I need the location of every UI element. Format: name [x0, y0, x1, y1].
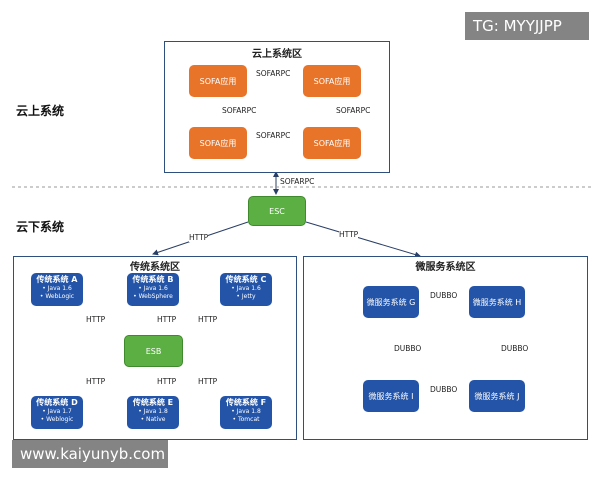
system-detail: • WebLogic: [39, 293, 75, 300]
system-name: 传统系统 B: [132, 275, 174, 284]
microservice-g: 微服务系统 G: [363, 286, 419, 318]
traditional-system-f: 传统系统 F • Java 1.8 • Tomcat: [220, 396, 272, 429]
rpc-label-left: SOFARPC: [222, 106, 257, 115]
sofa-app-top-right: SOFA应用: [303, 65, 361, 97]
watermark-bottom: www.kaiyunyb.com: [12, 440, 168, 468]
traditional-system-a: 传统系统 A • Java 1.6 • WebLogic: [31, 273, 83, 306]
dubbo-label-hj: DUBBO: [501, 344, 529, 353]
system-detail: • Weblogic: [40, 416, 74, 423]
system-detail: • Java 1.6: [138, 285, 168, 292]
system-detail: • Jetty: [236, 293, 256, 300]
traditional-system-c: 传统系统 C • Java 1.6 • Jetty: [220, 273, 272, 306]
rpc-label-right: SOFARPC: [336, 106, 371, 115]
watermark-top: TG: MYYJJPP: [465, 12, 589, 40]
dubbo-label-gh: DUBBO: [430, 291, 458, 300]
system-detail: • Java 1.7: [42, 408, 72, 415]
http-label-esc-traditional: HTTP: [189, 233, 209, 242]
traditional-zone-title: 传统系统区: [130, 262, 180, 273]
http-label-c: HTTP: [198, 315, 218, 324]
sofa-app-bottom-left: SOFA应用: [189, 127, 247, 159]
system-name: 传统系统 F: [225, 398, 267, 407]
http-label-d: HTTP: [86, 377, 106, 386]
system-detail: • Java 1.6: [42, 285, 72, 292]
http-label-a: HTTP: [86, 315, 106, 324]
system-detail: • Tomcat: [232, 416, 260, 423]
traditional-system-d: 传统系统 D • Java 1.7 • Weblogic: [31, 396, 83, 429]
microservice-zone-title: 微服务系统区: [415, 262, 476, 273]
system-name: 传统系统 A: [36, 275, 78, 284]
system-name: 传统系统 E: [132, 398, 174, 407]
http-label-esc-micro: HTTP: [339, 230, 359, 239]
sofa-app-top-left: SOFA应用: [189, 65, 247, 97]
sofa-app-bottom-right: SOFA应用: [303, 127, 361, 159]
system-detail: • WebSphere: [133, 293, 173, 300]
system-detail: • Java 1.8: [231, 408, 261, 415]
rpc-label-bottom: SOFARPC: [256, 131, 291, 140]
esc-node: ESC: [248, 196, 306, 226]
esc-to-micro: [305, 221, 421, 258]
system-name: 传统系统 D: [36, 398, 78, 407]
system-detail: • Java 1.6: [231, 285, 261, 292]
microservice-j: 微服务系统 J: [469, 380, 525, 412]
esb-node: ESB: [124, 335, 183, 367]
system-detail: • Native: [140, 416, 166, 423]
traditional-system-b: 传统系统 B • Java 1.6 • WebSphere: [127, 273, 179, 306]
http-label-e: HTTP: [157, 377, 177, 386]
http-label-b: HTTP: [157, 315, 177, 324]
cloud-side-label: 云上系统: [16, 104, 65, 118]
esc-uplink-label: SOFARPC: [280, 177, 315, 186]
http-label-f: HTTP: [198, 377, 218, 386]
dubbo-label-gi: DUBBO: [394, 344, 422, 353]
system-detail: • Java 1.8: [138, 408, 168, 415]
rpc-label-top: SOFARPC: [256, 69, 291, 78]
system-name: 传统系统 C: [225, 275, 267, 284]
cloud-zone-title: 云上系统区: [252, 49, 302, 60]
microservice-zone: 微服务系统区: [303, 256, 588, 440]
traditional-system-e: 传统系统 E • Java 1.8 • Native: [127, 396, 179, 429]
dubbo-label-ij: DUBBO: [430, 385, 458, 394]
microservice-h: 微服务系统 H: [469, 286, 525, 318]
onprem-side-label: 云下系统: [16, 220, 65, 234]
microservice-i: 微服务系统 I: [363, 380, 419, 412]
